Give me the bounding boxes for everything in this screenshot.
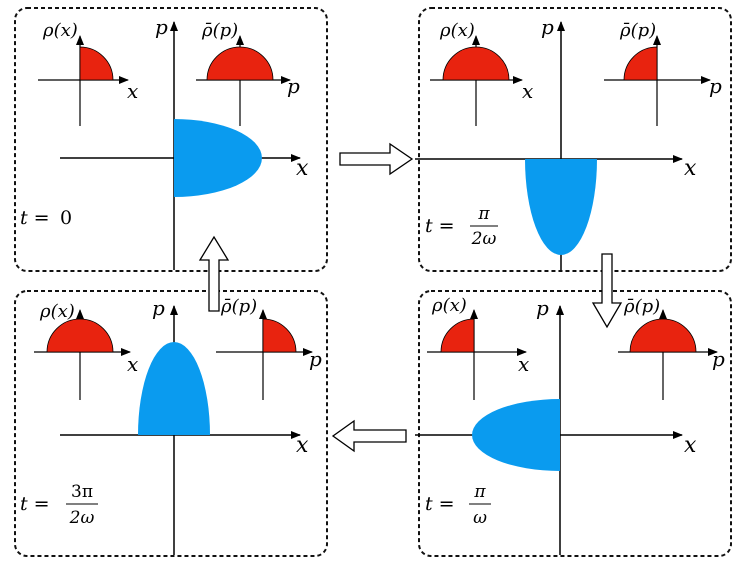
rho-p-distribution: [629, 318, 697, 353]
time-denominator: 2ω: [471, 229, 497, 249]
time-denominator: ω: [473, 508, 487, 528]
panel-frame: [14, 290, 328, 557]
time-label-prefix: t =: [425, 215, 455, 237]
x-axis-label: x: [296, 433, 309, 458]
x-axis-label: x: [684, 156, 697, 181]
inset-p-label: p: [709, 74, 722, 98]
rho-p-distribution: [262, 318, 297, 353]
rho-x-label: ρ(x): [439, 20, 475, 41]
x-axis-label: x: [296, 156, 309, 181]
inset-p-label: p: [287, 74, 300, 98]
panel-t-3pi-2w: ρ(x) ρ̄(p) p x p x t = 3π 2ω: [14, 290, 328, 557]
rho-x-distribution: [79, 46, 114, 81]
rho-p-label: ρ̄(p): [201, 20, 238, 41]
arrow-down-icon: [591, 253, 623, 329]
panel-frame: [14, 7, 328, 272]
time-numerator: π: [473, 482, 486, 502]
wigner-ellipse: [174, 119, 262, 197]
panel-frame: [418, 7, 732, 272]
x-axis-label: x: [684, 433, 697, 458]
rho-x-distribution: [46, 318, 114, 353]
p-axis-label: p: [541, 15, 554, 39]
panel-t0: ρ(x) ρ̄(p) p x p x t = 0: [14, 7, 328, 272]
arrow-up-icon: [198, 235, 230, 312]
p-axis-label: p: [536, 296, 549, 320]
rho-p-label: ρ̄(p): [623, 296, 660, 317]
arrow-left-icon: [331, 419, 407, 453]
panel-t-pi-w: ρ(x) ρ̄(p) p x p x t = π ω: [415, 290, 732, 557]
rho-x-distribution: [440, 318, 475, 353]
inset-p-label: p: [712, 347, 725, 371]
time-numerator: π: [477, 204, 490, 224]
time-label-prefix: t =: [20, 207, 50, 229]
rho-p-distribution: [623, 46, 658, 81]
rho-x-label: ρ(x): [431, 295, 467, 316]
rho-x-label: ρ(x): [42, 20, 78, 41]
rho-p-label: ρ̄(p): [619, 20, 656, 41]
rho-x-label: ρ(x): [39, 301, 75, 322]
time-denominator: 2ω: [69, 508, 95, 528]
time-label-prefix: t =: [425, 493, 455, 515]
rho-p-distribution: [206, 46, 274, 81]
wigner-ellipse: [472, 399, 560, 471]
wigner-ellipse: [525, 159, 597, 255]
inset-p-label: p: [309, 347, 322, 371]
rho-p-label: ρ̄(p): [220, 296, 257, 317]
inset-x-label: x: [127, 352, 138, 376]
time-numerator: 3π: [71, 482, 93, 502]
p-axis-label: p: [155, 15, 168, 39]
time-value: 0: [60, 207, 72, 229]
time-label-prefix: t =: [20, 493, 50, 515]
inset-x-label: x: [127, 79, 138, 103]
inset-x-label: x: [522, 79, 533, 103]
p-axis-label: p: [152, 296, 165, 320]
wigner-ellipse: [138, 342, 210, 435]
panel-frame: [418, 290, 732, 557]
panel-t-pi-2w: ρ(x) ρ̄(p) p x p x t = π 2ω: [415, 7, 732, 272]
arrow-right-icon: [339, 142, 414, 176]
inset-x-label: x: [518, 352, 529, 376]
rho-x-distribution: [442, 46, 510, 81]
